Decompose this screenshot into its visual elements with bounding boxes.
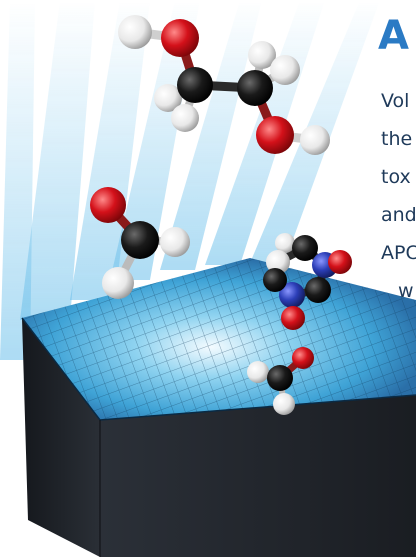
formaldehyde-molecule <box>247 347 314 415</box>
body-text-line: APC <box>381 242 416 264</box>
body-text-line: the <box>381 128 413 150</box>
body-text-line: tox <box>381 166 411 188</box>
ethylene-glycol-molecule <box>118 15 330 155</box>
sensor-grid-block <box>21 258 416 557</box>
headline: A <box>378 13 409 59</box>
body-text-line: and <box>381 204 416 226</box>
body-text-line: Vol <box>381 90 410 112</box>
formaldehyde-molecule <box>90 187 190 299</box>
body-text-line: w <box>398 280 414 302</box>
uracil-molecule <box>263 233 352 330</box>
